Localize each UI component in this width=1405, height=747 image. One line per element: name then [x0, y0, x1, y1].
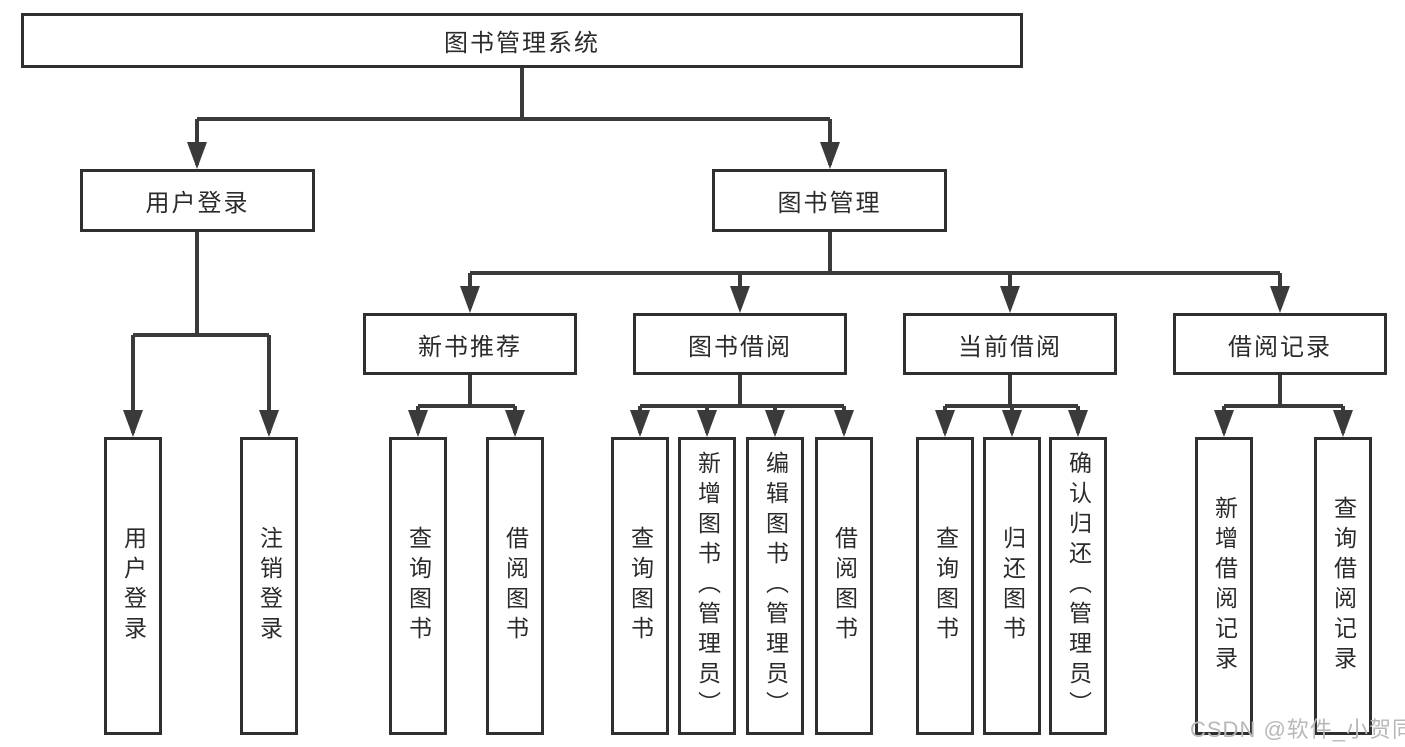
node-recommend-borrow-book: 借阅图书 [486, 437, 544, 735]
node-login-user-login: 用户登录 [104, 437, 162, 735]
node-borrow-add-book-admin-label: 新增图书（管理员） [694, 451, 721, 721]
arrowheads [123, 142, 1353, 437]
node-current-query-book: 查询图书 [916, 437, 974, 735]
node-new-book-recommendation: 新书推荐 [363, 313, 577, 375]
node-current-borrowing: 当前借阅 [903, 313, 1117, 375]
node-records-query-borrow-record: 查询借阅记录 [1314, 437, 1372, 735]
node-user-login-module-label: 用户登录 [145, 190, 250, 217]
node-records-add-borrow-record-label: 新增借阅记录 [1211, 496, 1238, 676]
node-borrow-add-book-admin: 新增图书（管理员） [678, 437, 736, 735]
node-login-logout-label: 注销登录 [256, 526, 283, 646]
node-records-add-borrow-record: 新增借阅记录 [1195, 437, 1253, 735]
csdn-watermark: CSDN @软件_小贺同学 [1190, 717, 1405, 742]
node-current-return-book-label: 归还图书 [999, 526, 1026, 646]
node-book-management-module-label: 图书管理 [777, 190, 882, 217]
node-borrow-borrow-book-label: 借阅图书 [831, 526, 858, 646]
node-borrowing-records: 借阅记录 [1173, 313, 1387, 375]
node-current-query-book-label: 查询图书 [932, 526, 959, 646]
node-recommend-borrow-book-label: 借阅图书 [502, 526, 529, 646]
node-current-confirm-return-admin-label: 确认归还（管理员） [1065, 451, 1092, 721]
node-current-return-book: 归还图书 [983, 437, 1041, 735]
node-current-confirm-return-admin: 确认归还（管理员） [1049, 437, 1107, 735]
node-current-borrowing-label: 当前借阅 [958, 333, 1062, 361]
node-recommend-query-book-label: 查询图书 [405, 526, 432, 646]
node-new-book-recommendation-label: 新书推荐 [418, 333, 522, 361]
node-book-management-module: 图书管理 [712, 169, 947, 232]
tree-branch-lines [131, 68, 1345, 433]
node-root-system: 图书管理系统 [21, 13, 1023, 68]
node-recommend-query-book: 查询图书 [389, 437, 447, 735]
node-borrow-edit-book-admin-label: 编辑图书（管理员） [762, 451, 789, 721]
node-book-borrowing-label: 图书借阅 [688, 333, 792, 361]
node-borrow-borrow-book: 借阅图书 [815, 437, 873, 735]
node-borrow-query-book-label: 查询图书 [627, 526, 654, 646]
node-root-system-label: 图书管理系统 [444, 30, 600, 57]
node-borrowing-records-label: 借阅记录 [1228, 333, 1332, 361]
node-borrow-edit-book-admin: 编辑图书（管理员） [746, 437, 804, 735]
node-login-user-login-label: 用户登录 [120, 526, 147, 646]
node-records-query-borrow-record-label: 查询借阅记录 [1330, 496, 1357, 676]
node-login-logout: 注销登录 [240, 437, 298, 735]
node-borrow-query-book: 查询图书 [611, 437, 669, 735]
node-book-borrowing: 图书借阅 [633, 313, 847, 375]
node-user-login-module: 用户登录 [80, 169, 315, 232]
